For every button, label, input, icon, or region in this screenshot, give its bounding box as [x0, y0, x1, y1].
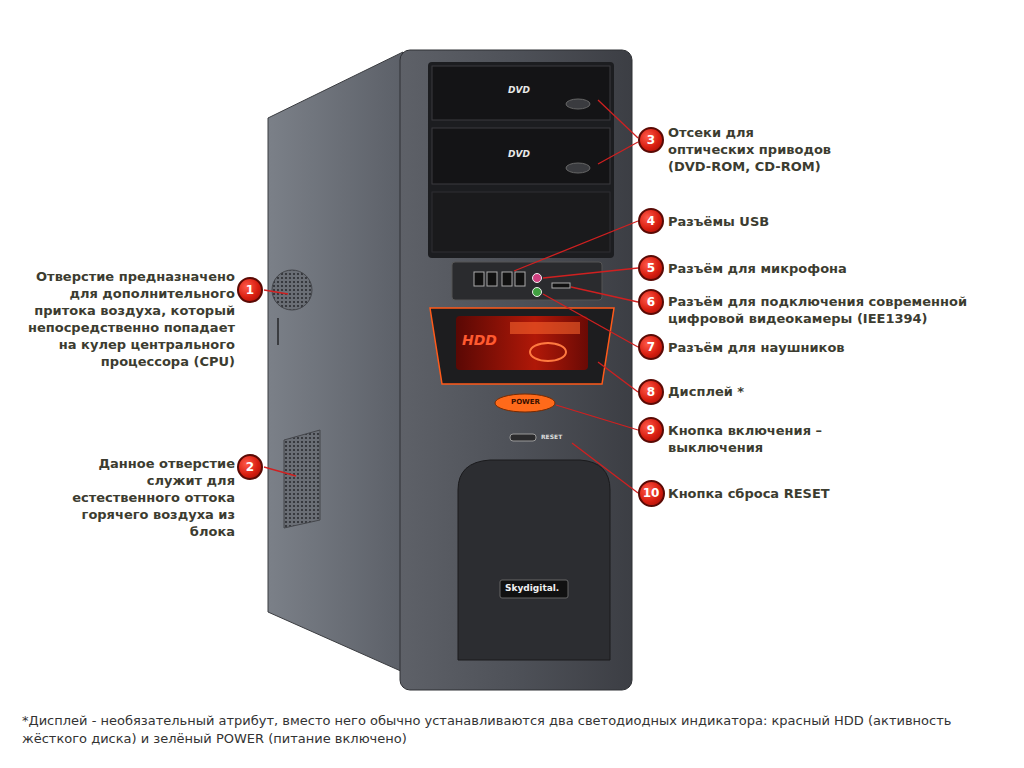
callout-text: Дисплей * — [668, 383, 788, 400]
optical-drive — [432, 66, 610, 120]
reset-button — [510, 434, 536, 441]
side-slot — [277, 318, 279, 345]
eject-button — [566, 99, 590, 109]
eject-button — [566, 163, 590, 173]
callout-number-text: 2 — [246, 461, 254, 473]
headphone-jack — [533, 288, 542, 297]
drive-logo: DVD — [508, 150, 530, 159]
leader-line — [556, 405, 638, 430]
display-icon — [530, 343, 566, 361]
callout-number-text: 9 — [647, 424, 655, 436]
callout-text: Разъём для микрофона — [668, 260, 918, 277]
leader-line — [598, 142, 638, 164]
button-text: POWER — [511, 399, 540, 406]
usb-port — [487, 272, 497, 286]
side-panel — [268, 52, 403, 672]
callout-number: 3 — [638, 127, 664, 153]
callout-text: Отверстие предназначено для дополнительн… — [20, 268, 235, 370]
callout-number-text: 1 — [246, 284, 254, 296]
callout-number: 8 — [638, 379, 664, 405]
callout-text: Данное отверстие служит для естественног… — [60, 455, 235, 540]
callout-number: 6 — [638, 289, 664, 315]
callout-number: 4 — [638, 208, 664, 234]
callout-number: 1 — [237, 277, 263, 303]
display-frame — [430, 308, 614, 384]
button-text: RESET — [541, 434, 562, 440]
leader-line — [543, 268, 638, 278]
callout-number-text: 8 — [647, 386, 655, 398]
brand-text: Skydigital. — [505, 584, 559, 593]
exhaust-vent — [284, 430, 320, 528]
display-text: HDD — [462, 333, 497, 347]
brand-badge — [500, 580, 568, 598]
leader-line — [543, 294, 638, 347]
callout-number: 2 — [237, 454, 263, 480]
leader-line — [598, 100, 638, 138]
drive-bezel — [428, 62, 614, 258]
callout-text: Кнопка включения – выключения — [668, 422, 833, 456]
mic-jack — [533, 274, 542, 283]
callout-number: 7 — [638, 334, 664, 360]
display-screen — [456, 316, 588, 370]
leader-line — [598, 362, 638, 392]
front-panel — [400, 50, 632, 690]
callout-text: Отсеки для оптических приводов (DVD-ROM,… — [668, 124, 843, 175]
optical-drive — [432, 128, 610, 184]
callout-number-text: 3 — [647, 134, 655, 146]
callout-number: 5 — [638, 255, 664, 281]
firewire-port — [552, 283, 570, 288]
callout-text: Разъём для подключения современной цифро… — [668, 293, 978, 327]
usb-port — [515, 272, 525, 286]
callout-number-text: 6 — [647, 296, 655, 308]
power-button — [495, 394, 555, 412]
callout-number: 10 — [638, 480, 665, 507]
port-panel — [452, 262, 602, 300]
leader-line — [514, 221, 638, 271]
display-segment — [510, 322, 580, 334]
usb-port — [474, 272, 484, 286]
leader-lines — [264, 100, 638, 493]
callout-text: Кнопка сброса RESET — [668, 485, 918, 502]
callout-number-text: 7 — [647, 341, 655, 353]
leader-line — [571, 287, 638, 302]
lower-panel — [458, 460, 610, 660]
footnote: *Дисплей - необязательный атрибут, вмест… — [22, 712, 992, 748]
callout-text: Разъёмы USB — [668, 213, 918, 230]
leader-line — [264, 290, 288, 294]
callout-number-text: 10 — [643, 487, 660, 499]
leader-line — [264, 467, 296, 476]
intake-vent — [272, 270, 312, 310]
callout-number: 9 — [638, 417, 664, 443]
callout-number-text: 4 — [647, 215, 655, 227]
callout-number-text: 5 — [647, 262, 655, 274]
usb-port — [502, 272, 512, 286]
drive-logo: DVD — [508, 86, 530, 95]
callout-text: Разъём для наушников — [668, 339, 918, 356]
leader-line — [572, 443, 638, 493]
